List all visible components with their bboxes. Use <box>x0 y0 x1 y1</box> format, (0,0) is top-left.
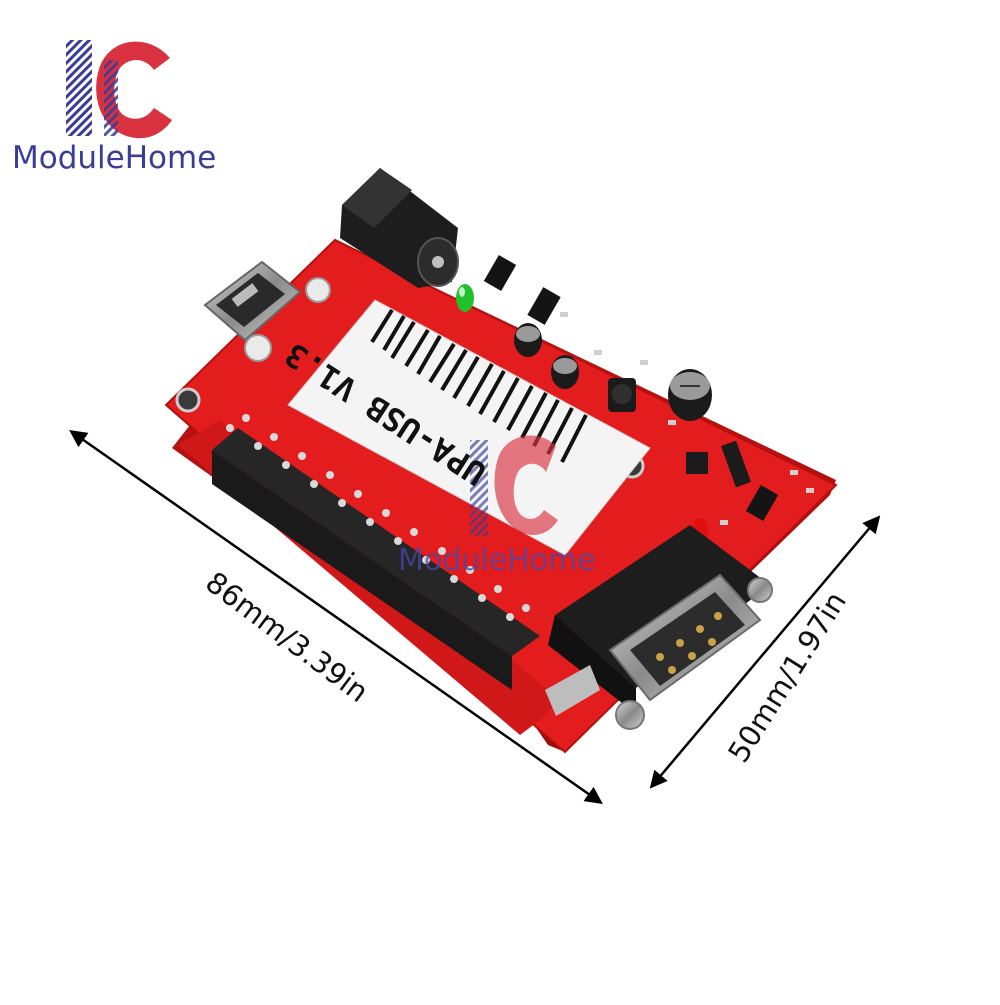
watermark-logo <box>470 435 558 536</box>
width-dimension-arrow <box>649 515 881 789</box>
smd-parts <box>560 312 814 525</box>
green-led <box>456 284 474 312</box>
pin-header <box>212 414 540 690</box>
watermark-text: ModuleHome <box>398 543 596 578</box>
mount-hole <box>305 277 331 303</box>
pcb-board <box>164 168 838 754</box>
capacitor <box>668 369 712 421</box>
capacitor <box>551 355 579 389</box>
capacitor <box>514 323 542 357</box>
db9-serial-port <box>545 525 773 730</box>
brand-name: ModuleHome <box>12 140 217 176</box>
mount-hole <box>244 334 272 362</box>
transistor <box>686 440 752 488</box>
logo-letter-i <box>66 40 92 136</box>
length-dimension-arrow <box>69 429 603 805</box>
inductor <box>608 378 636 412</box>
brand-logo <box>66 40 172 139</box>
usb-port <box>203 260 302 342</box>
mount-hole <box>175 387 201 413</box>
dc-power-jack <box>340 168 459 288</box>
product-label <box>287 299 651 556</box>
jumper-block <box>483 255 779 521</box>
